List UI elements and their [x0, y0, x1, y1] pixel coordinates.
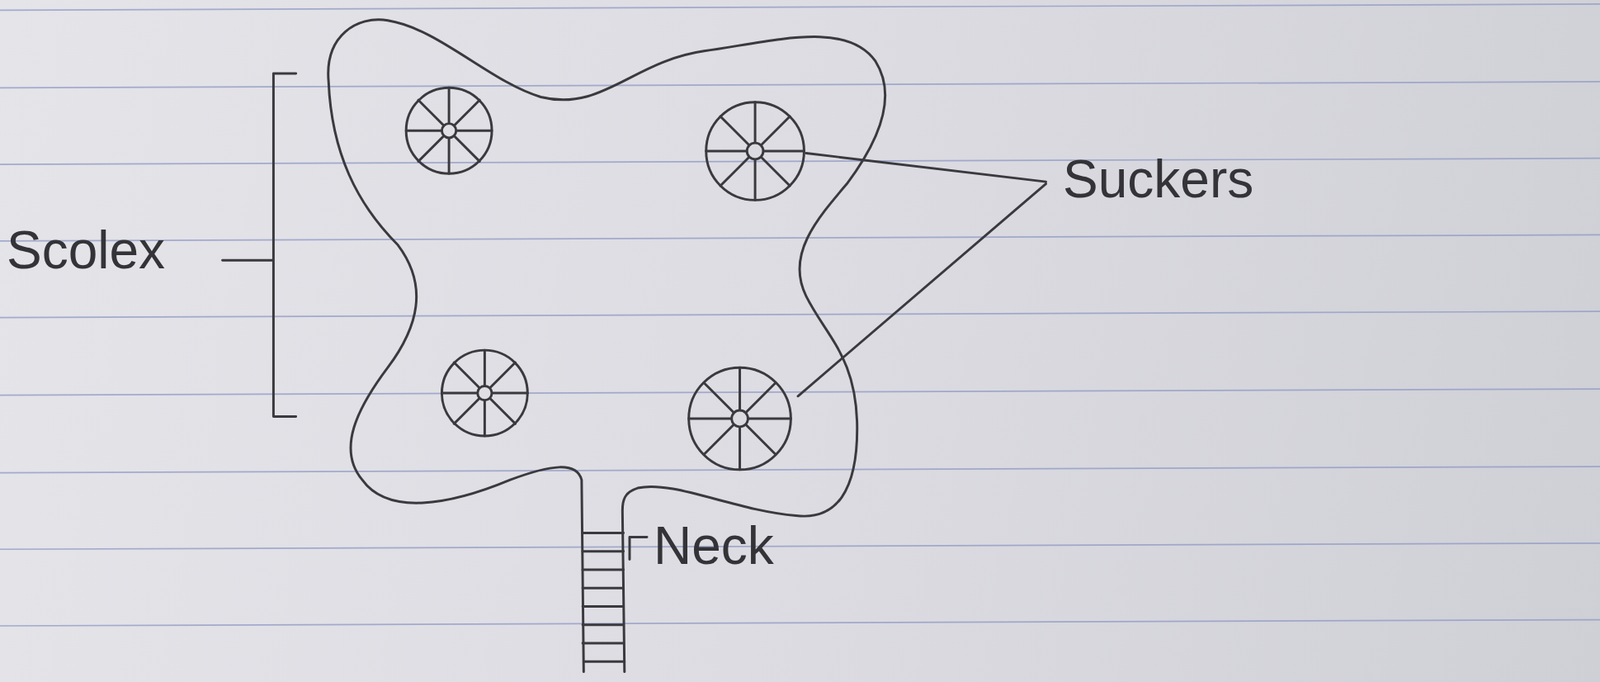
- scolex-outline: [328, 19, 886, 672]
- neck-tick: [629, 536, 647, 559]
- scolex-bracket: [222, 73, 297, 416]
- part-label: Suckers: [1062, 150, 1254, 208]
- suckers-leader: [797, 152, 1046, 396]
- sucker: [706, 102, 805, 201]
- neck-segments: [582, 532, 625, 661]
- sucker: [405, 87, 492, 174]
- sucker: [689, 367, 792, 470]
- ruled-lines: [0, 4, 1600, 626]
- part-label: Neck: [653, 516, 775, 575]
- part-label: Scolex: [6, 221, 166, 279]
- sucker: [441, 349, 528, 436]
